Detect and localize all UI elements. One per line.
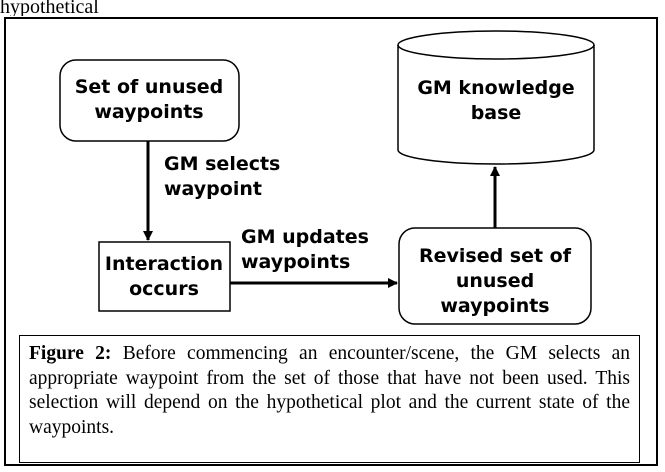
node-revised-set: Revised set of unused waypoints bbox=[398, 227, 592, 325]
figure-caption: Figure 2: Before commencing an encounter… bbox=[19, 335, 640, 463]
node-unused-waypoints: Set of unused waypoints bbox=[59, 59, 240, 142]
node-revised-set-line-3: waypoints bbox=[440, 295, 549, 317]
node-interaction-line-2: occurs bbox=[129, 278, 199, 300]
node-knowledge-base-line-1: GM knowledge bbox=[417, 77, 574, 99]
node-revised-set-line-1: Revised set of bbox=[419, 245, 572, 267]
node-knowledge-base: GM knowledge base bbox=[397, 30, 595, 165]
node-interaction: Interaction occurs bbox=[98, 241, 231, 312]
edge-selects-label-line-2: waypoint bbox=[164, 178, 262, 200]
node-revised-set-line-2: unused bbox=[456, 270, 534, 292]
caption-label: Figure 2: bbox=[29, 343, 112, 364]
node-unused-waypoints-line-2: waypoints bbox=[94, 101, 203, 123]
node-unused-waypoints-line-1: Set of unused bbox=[75, 76, 224, 98]
node-knowledge-base-line-2: base bbox=[471, 102, 522, 124]
page-top-text-fragment: hypothetical bbox=[0, 0, 99, 16]
caption-text: Before commencing an encounter/scene, th… bbox=[29, 343, 630, 438]
node-interaction-line-1: Interaction bbox=[105, 253, 223, 275]
edge-selects-label-line-1: GM selects bbox=[164, 153, 280, 175]
edge-updates-label-line-2: waypoints bbox=[241, 251, 350, 273]
edge-updates-label-line-1: GM updates bbox=[241, 226, 369, 248]
